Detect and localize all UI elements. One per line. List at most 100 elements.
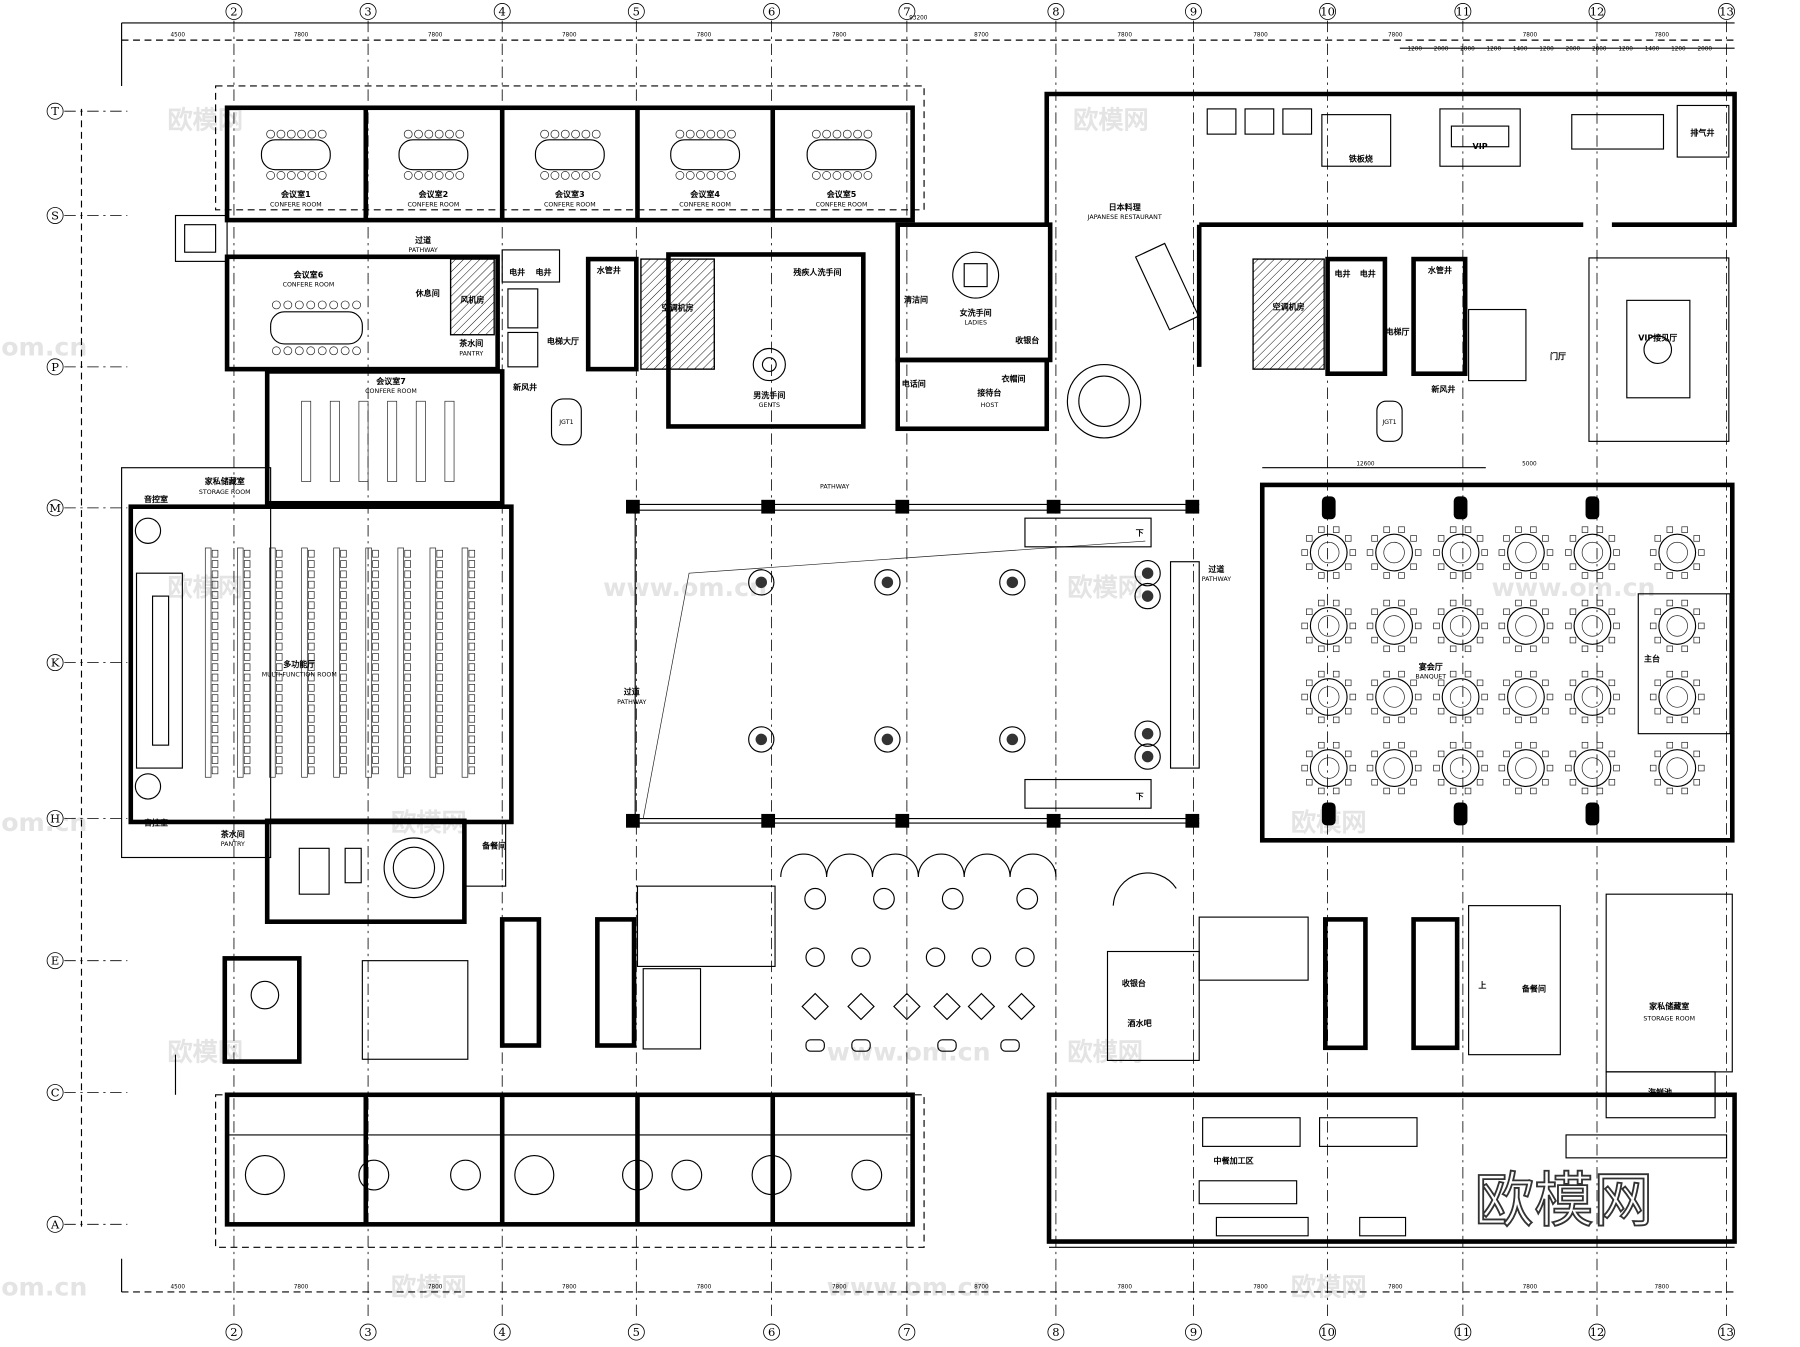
chair bbox=[1542, 679, 1549, 687]
seat bbox=[276, 704, 283, 713]
seat-row bbox=[269, 547, 276, 778]
planter bbox=[881, 733, 894, 746]
chair bbox=[1398, 716, 1405, 724]
grid-bubble bbox=[763, 3, 781, 20]
seat bbox=[308, 591, 315, 599]
chair bbox=[286, 171, 296, 180]
chair bbox=[1398, 741, 1405, 749]
chair bbox=[276, 129, 286, 139]
chair bbox=[685, 129, 695, 139]
chair bbox=[1530, 741, 1537, 749]
seat bbox=[468, 570, 476, 579]
chair bbox=[1596, 741, 1604, 749]
seat bbox=[243, 714, 251, 723]
chair bbox=[581, 129, 591, 139]
chair bbox=[1332, 572, 1340, 579]
round-table bbox=[1441, 533, 1480, 572]
room-label: 收银台 bbox=[1122, 978, 1146, 988]
planter bbox=[1134, 743, 1161, 770]
seat bbox=[276, 725, 283, 733]
chair bbox=[1515, 599, 1522, 607]
dimension-label: 5000 bbox=[1522, 461, 1537, 467]
seat bbox=[211, 766, 219, 775]
seat bbox=[404, 694, 411, 702]
chair bbox=[1666, 645, 1674, 653]
classroom-desk bbox=[415, 400, 426, 482]
bay-dimension: 7800 bbox=[832, 33, 847, 39]
chair bbox=[1681, 787, 1688, 795]
room-label-en: CONFERE ROOM bbox=[408, 201, 460, 208]
chair bbox=[1581, 716, 1589, 724]
chair bbox=[540, 171, 549, 180]
chair bbox=[307, 171, 317, 180]
chair bbox=[1608, 779, 1616, 786]
room-label: 酒水吧 bbox=[1128, 1018, 1152, 1028]
chair bbox=[1666, 599, 1674, 607]
room-label: 音控室 bbox=[144, 817, 168, 827]
seat bbox=[308, 704, 315, 713]
private-dining-block bbox=[174, 1054, 915, 1227]
chair bbox=[1318, 526, 1325, 533]
watermark-url: www.om.cn bbox=[603, 573, 767, 602]
chair bbox=[1410, 535, 1417, 542]
room-label: 多功能厅 bbox=[283, 659, 315, 669]
chair bbox=[1345, 608, 1352, 615]
chair bbox=[272, 346, 281, 356]
chair bbox=[352, 346, 361, 356]
dimension-label: 12600 bbox=[1356, 461, 1375, 467]
seat bbox=[340, 725, 347, 733]
chair bbox=[1613, 693, 1620, 701]
seat bbox=[436, 601, 443, 610]
chair bbox=[1481, 549, 1488, 556]
chair bbox=[294, 300, 304, 310]
seat bbox=[404, 642, 411, 651]
seat-row bbox=[237, 547, 244, 778]
seat bbox=[404, 714, 411, 723]
round-table bbox=[622, 1159, 653, 1191]
chair bbox=[1542, 563, 1549, 570]
room-label: 电井 bbox=[1360, 268, 1376, 278]
seat bbox=[404, 591, 411, 599]
room-label: 过道 bbox=[624, 687, 640, 697]
chair bbox=[1565, 764, 1572, 772]
seat bbox=[404, 601, 411, 610]
round-table bbox=[925, 947, 946, 967]
chair bbox=[1437, 779, 1445, 786]
seat bbox=[308, 725, 315, 733]
grid-label: 12 bbox=[1590, 1325, 1605, 1339]
seat bbox=[372, 756, 379, 764]
chair bbox=[1565, 622, 1572, 630]
grid-bubble bbox=[1718, 1323, 1735, 1341]
column bbox=[1453, 802, 1468, 826]
seat bbox=[372, 745, 379, 754]
room-label: 备餐间 bbox=[1521, 984, 1546, 994]
room-label: 音控室 bbox=[144, 494, 168, 504]
chair bbox=[1332, 645, 1340, 653]
chair bbox=[1449, 670, 1457, 678]
chair bbox=[1654, 636, 1661, 644]
restaurant-block bbox=[1044, 91, 1737, 442]
chair bbox=[1649, 622, 1657, 630]
chair bbox=[1306, 608, 1313, 615]
seat bbox=[211, 601, 219, 610]
room-label-en: CONFERE ROOM bbox=[283, 282, 335, 289]
chair bbox=[1464, 526, 1472, 533]
chair bbox=[1530, 787, 1537, 795]
seat bbox=[468, 735, 476, 744]
seat bbox=[243, 756, 251, 764]
seat bbox=[404, 653, 411, 661]
grid-bubble bbox=[1047, 3, 1065, 20]
chair bbox=[1383, 599, 1390, 607]
watermark: 欧模网 bbox=[1291, 1272, 1367, 1301]
seat bbox=[468, 756, 476, 764]
chair bbox=[1383, 787, 1390, 795]
chair bbox=[1398, 670, 1405, 678]
chair bbox=[842, 171, 852, 180]
chair bbox=[297, 129, 306, 139]
grid-bubble bbox=[46, 654, 64, 672]
room-label-en: CONFERE ROOM bbox=[365, 388, 417, 395]
chair bbox=[1498, 693, 1506, 701]
seat bbox=[243, 735, 251, 744]
chair bbox=[1681, 526, 1688, 533]
chair bbox=[1569, 636, 1577, 644]
